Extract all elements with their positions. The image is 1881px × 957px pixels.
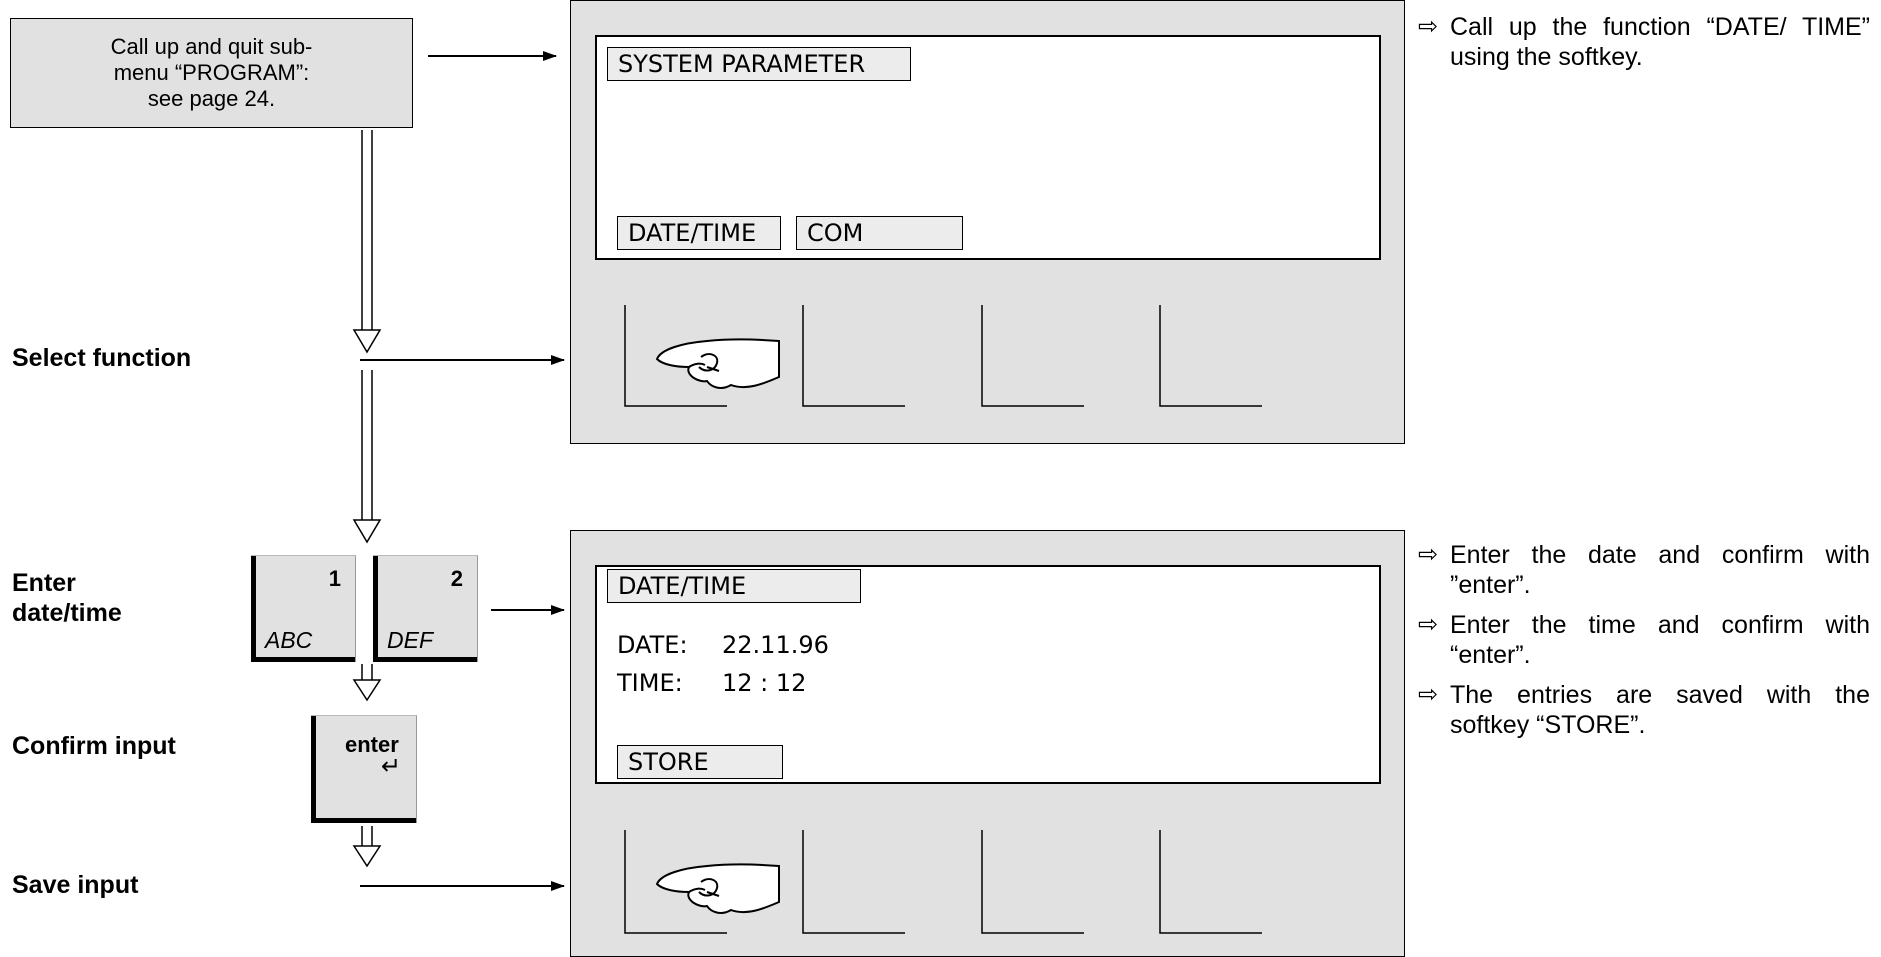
key-letters: DEF [387,627,433,653]
flow-arrow-down [352,664,382,702]
key-2-def[interactable]: 2 DEF [373,555,478,662]
hollow-arrow-icon: ⇨ [1418,681,1439,708]
device-panel-system-parameter: SYSTEM PARAMETER DATE/TIME COM [570,0,1405,444]
instruction-item: ⇨ Enter the date and confirm with ”enter… [1418,540,1870,600]
key-number: 2 [450,566,463,591]
key-letters: ABC [265,627,313,653]
instruction-item: ⇨ The entries are saved with the softkey… [1418,680,1870,740]
enter-key[interactable]: enter ↵ [311,715,417,823]
date-value: 22.11.96 [722,631,829,659]
enter-key-label: enter [345,732,399,757]
display-screen: SYSTEM PARAMETER DATE/TIME COM [595,35,1381,260]
instructions-top: ⇨ Call up the function “DATE/ TIME” usin… [1418,12,1870,82]
step-enter-datetime: Enter date/time [12,569,122,627]
screen-title: DATE/TIME [607,569,861,603]
screen-title: SYSTEM PARAMETER [607,47,911,81]
flow-arrow-down [352,130,382,354]
time-label: TIME: [617,669,683,697]
instruction-text: Enter the time and confirm with “enter”. [1450,611,1870,669]
softkey-label-date-time[interactable]: DATE/TIME [617,216,781,250]
intro-note-text: Call up and quit sub- menu “PROGRAM”: se… [110,34,313,111]
flow-arrow-down [352,826,382,868]
key-1-abc[interactable]: 1 ABC [251,555,356,662]
device-panel-date-time: DATE/TIME DATE: 22.11.96 TIME: 12 : 12 S… [570,530,1405,957]
date-label: DATE: [617,631,688,659]
time-value: 12 : 12 [722,669,807,697]
instruction-text: Enter the date and confirm with ”enter”. [1450,541,1870,599]
flow-arrow-down [352,370,382,544]
display-screen: DATE/TIME DATE: 22.11.96 TIME: 12 : 12 S… [595,565,1381,784]
hollow-arrow-icon: ⇨ [1418,541,1439,568]
step-select-function: Select function [12,344,192,372]
step-confirm-input: Confirm input [12,732,176,760]
key-number: 1 [328,566,341,591]
step-save-input: Save input [12,871,139,899]
softkey-label-store[interactable]: STORE [617,745,783,779]
instructions-bottom: ⇨ Enter the date and confirm with ”enter… [1418,540,1870,750]
instruction-text: Call up the function “DATE/ TIME” using … [1450,13,1870,71]
intro-note-box: Call up and quit sub- menu “PROGRAM”: se… [10,18,413,128]
softkey-label-com[interactable]: COM [796,216,963,250]
instruction-item: ⇨ Call up the function “DATE/ TIME” usin… [1418,12,1870,72]
instruction-item: ⇨ Enter the time and confirm with “enter… [1418,610,1870,670]
hollow-arrow-icon: ⇨ [1418,13,1439,40]
instruction-text: The entries are saved with the softkey “… [1450,681,1870,739]
hollow-arrow-icon: ⇨ [1418,611,1439,638]
return-icon: ↵ [381,753,402,780]
